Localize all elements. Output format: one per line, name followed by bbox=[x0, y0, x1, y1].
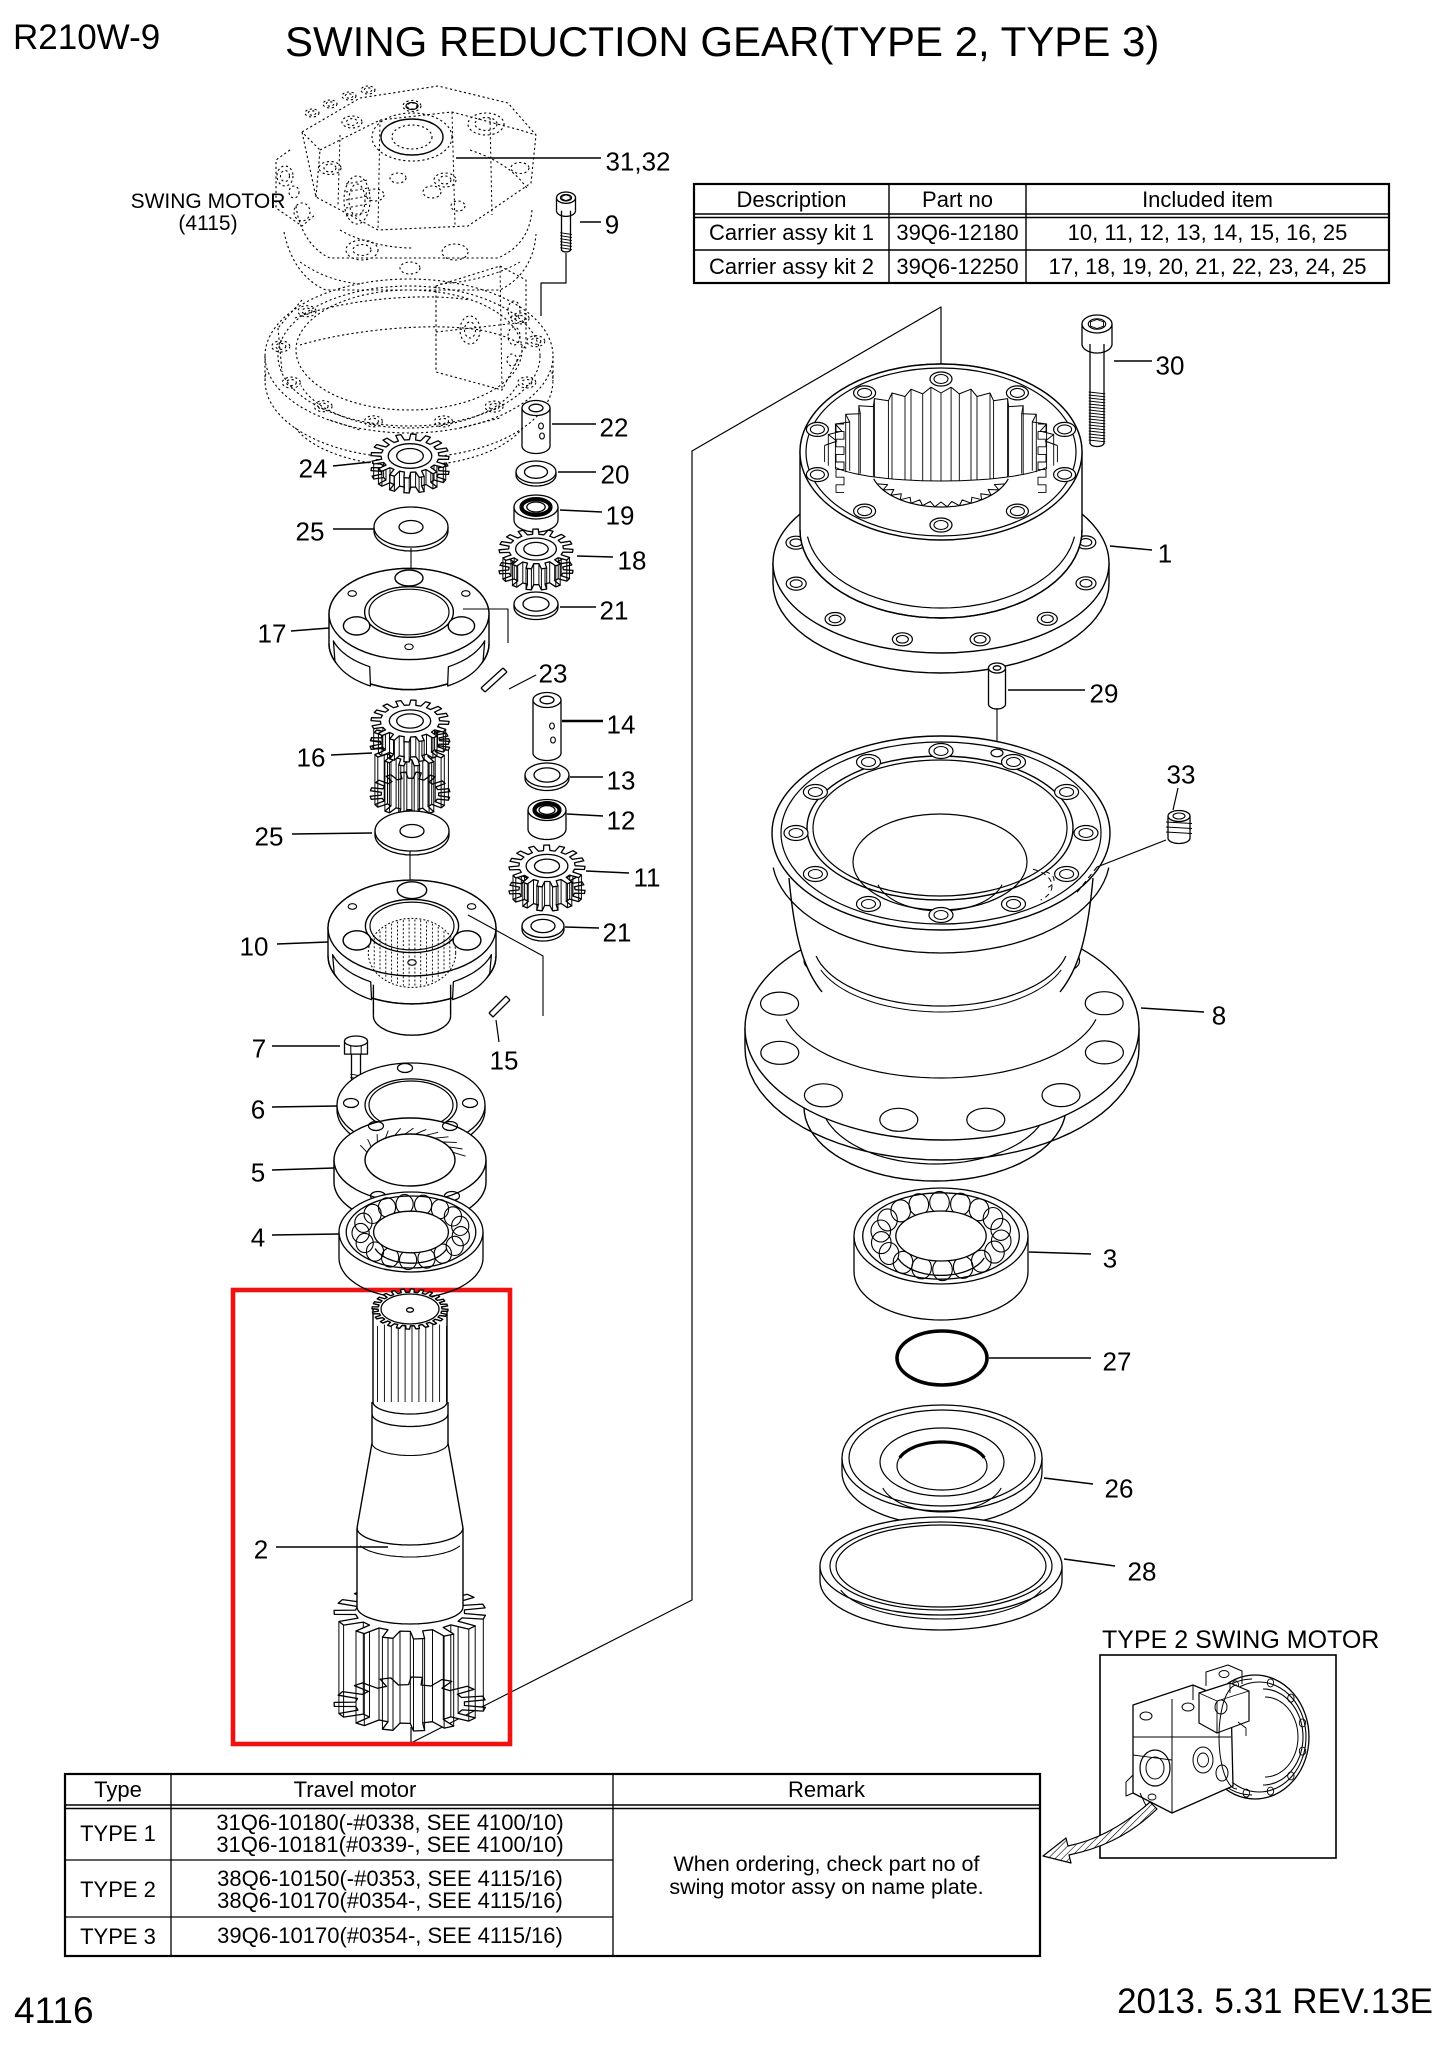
svg-text:6: 6 bbox=[251, 1094, 265, 1124]
svg-text:TYPE 2 SWING MOTOR: TYPE 2 SWING MOTOR bbox=[1102, 1626, 1379, 1654]
svg-text:TYPE 3: TYPE 3 bbox=[80, 1924, 156, 1949]
svg-text:Included item: Included item bbox=[1142, 187, 1273, 212]
svg-text:3: 3 bbox=[1103, 1243, 1117, 1273]
svg-text:39Q6-12250: 39Q6-12250 bbox=[896, 254, 1018, 279]
svg-text:38Q6-10170(#0354-, SEE 4115/16: 38Q6-10170(#0354-, SEE 4115/16) bbox=[217, 1888, 563, 1913]
svg-text:22: 22 bbox=[600, 412, 629, 442]
svg-text:(4115): (4115) bbox=[178, 212, 237, 235]
svg-text:19: 19 bbox=[606, 500, 635, 530]
svg-text:SWING REDUCTION GEAR(TYPE 2, T: SWING REDUCTION GEAR(TYPE 2, TYPE 3) bbox=[285, 18, 1159, 65]
svg-text:1: 1 bbox=[1158, 538, 1172, 568]
svg-text:SWING MOTOR: SWING MOTOR bbox=[131, 190, 286, 213]
svg-text:TYPE 2: TYPE 2 bbox=[80, 1877, 156, 1902]
svg-text:Remark: Remark bbox=[788, 1777, 866, 1802]
svg-text:TYPE 1: TYPE 1 bbox=[80, 1821, 156, 1846]
svg-text:23: 23 bbox=[539, 658, 568, 688]
svg-text:28: 28 bbox=[1128, 1556, 1157, 1586]
svg-text:25: 25 bbox=[255, 821, 284, 851]
svg-text:17, 18, 19, 20, 21, 22, 23, 24: 17, 18, 19, 20, 21, 22, 23, 24, 25 bbox=[1048, 254, 1366, 279]
svg-text:2013. 5.31 REV.13E: 2013. 5.31 REV.13E bbox=[1117, 1982, 1433, 2021]
svg-text:16: 16 bbox=[297, 742, 326, 772]
svg-text:4116: 4116 bbox=[14, 1990, 94, 2031]
svg-text:2: 2 bbox=[254, 1534, 268, 1564]
svg-text:39Q6-12180: 39Q6-12180 bbox=[896, 220, 1018, 245]
svg-text:20: 20 bbox=[601, 459, 630, 489]
svg-text:Carrier assy kit 2: Carrier assy kit 2 bbox=[709, 254, 874, 279]
svg-text:21: 21 bbox=[603, 917, 632, 947]
svg-text:7: 7 bbox=[252, 1033, 266, 1063]
svg-text:31Q6-10181(#0339-, SEE 4100/10: 31Q6-10181(#0339-, SEE 4100/10) bbox=[216, 1832, 563, 1857]
svg-text:25: 25 bbox=[296, 516, 325, 546]
svg-text:When ordering, check part no o: When ordering, check part no of bbox=[674, 1852, 980, 1876]
svg-text:21: 21 bbox=[600, 595, 629, 625]
svg-text:Description: Description bbox=[736, 187, 846, 212]
svg-text:11: 11 bbox=[634, 862, 661, 892]
svg-text:Part no: Part no bbox=[922, 187, 993, 212]
svg-text:33: 33 bbox=[1167, 759, 1196, 789]
svg-text:30: 30 bbox=[1156, 350, 1185, 380]
svg-text:10, 11, 12, 13, 14, 15, 16, 25: 10, 11, 12, 13, 14, 15, 16, 25 bbox=[1068, 220, 1348, 245]
svg-text:24: 24 bbox=[299, 453, 328, 483]
svg-text:26: 26 bbox=[1105, 1473, 1134, 1503]
svg-text:29: 29 bbox=[1090, 678, 1119, 708]
svg-text:10: 10 bbox=[240, 931, 269, 961]
svg-text:swing motor assy on name plate: swing motor assy on name plate. bbox=[669, 1875, 983, 1899]
svg-text:39Q6-10170(#0354-, SEE 4115/16: 39Q6-10170(#0354-, SEE 4115/16) bbox=[217, 1923, 563, 1948]
svg-text:4: 4 bbox=[251, 1222, 265, 1252]
svg-text:12: 12 bbox=[607, 805, 636, 835]
svg-text:15: 15 bbox=[490, 1045, 519, 1075]
svg-text:Travel motor: Travel motor bbox=[294, 1777, 417, 1802]
svg-text:18: 18 bbox=[618, 545, 647, 575]
svg-text:17: 17 bbox=[258, 618, 287, 648]
svg-text:Type: Type bbox=[94, 1777, 142, 1802]
svg-text:31,32: 31,32 bbox=[605, 146, 670, 176]
svg-text:Carrier assy kit 1: Carrier assy kit 1 bbox=[709, 220, 874, 245]
svg-text:8: 8 bbox=[1212, 1000, 1226, 1030]
svg-text:14: 14 bbox=[607, 709, 636, 739]
svg-text:9: 9 bbox=[605, 209, 619, 239]
svg-text:5: 5 bbox=[251, 1157, 265, 1187]
svg-text:R210W-9: R210W-9 bbox=[13, 18, 160, 57]
svg-text:13: 13 bbox=[607, 765, 636, 795]
svg-text:27: 27 bbox=[1103, 1346, 1132, 1376]
